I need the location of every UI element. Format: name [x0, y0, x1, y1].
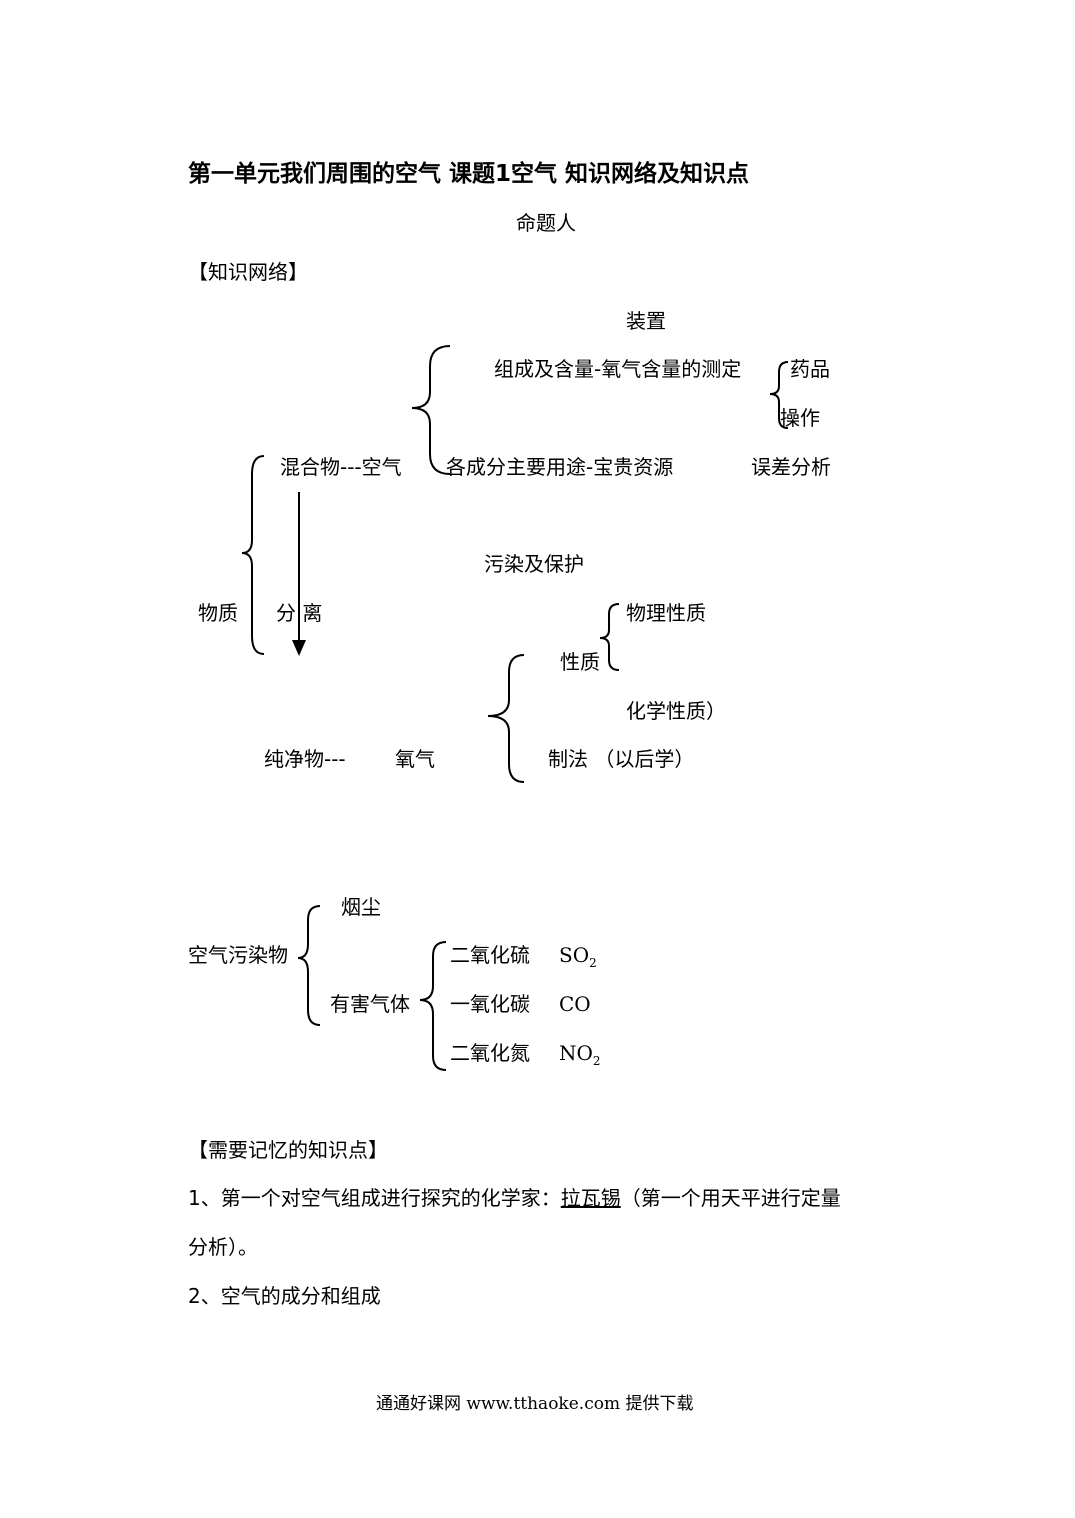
pollutant-co-formula: CO — [559, 992, 591, 1016]
brace-harmful-gases — [419, 941, 447, 1071]
point-2: 2、空气的成分和组成 — [188, 1284, 381, 1308]
pollutant-so2-formula: SO2 — [559, 943, 597, 970]
brace-air-composition — [411, 345, 451, 475]
point-1-line-1: 1、第一个对空气组成进行探究的化学家：拉瓦锡（第一个用天平进行定量 — [188, 1186, 841, 1210]
brace-oxygen — [487, 654, 525, 783]
page-title: 第一单元我们周围的空气 课题1空气 知识网络及知识点 — [188, 161, 750, 187]
brace-properties — [599, 603, 620, 671]
node-operation: 操作 — [780, 406, 820, 430]
node-physical-properties: 物理性质 — [626, 601, 706, 625]
pollutant-no2-formula: NO2 — [559, 1041, 601, 1068]
brace-measurement — [769, 361, 789, 429]
harmful-gases-label: 有害气体 — [330, 992, 410, 1016]
separation-arrow-head — [292, 640, 306, 656]
node-mixture-air: 混合物---空气 — [280, 455, 402, 479]
footer-download-note: 通通好课网 www.tthaoke.com 提供下载 — [376, 1394, 694, 1414]
node-oxygen: 氧气 — [395, 747, 435, 771]
point-1-line-2: 分析）。 — [188, 1235, 258, 1259]
node-apparatus: 装置 — [626, 309, 666, 333]
node-properties: 性质 — [560, 650, 600, 674]
pollutant-co-name: 一氧化碳 — [450, 992, 530, 1016]
section-heading-points: 【需要记忆的知识点】 — [188, 1138, 388, 1162]
node-composition: 组成及含量-氧气含量的测定 — [494, 357, 742, 381]
node-preparation: 制法 （以后学） — [548, 747, 695, 771]
brace-substance — [241, 455, 265, 655]
node-substance: 物质 — [198, 601, 238, 625]
chemist-name: 拉瓦锡 — [560, 1186, 621, 1210]
node-uses: 各成分主要用途-宝贵资源 — [446, 455, 674, 479]
node-reagents: 药品 — [790, 357, 830, 381]
node-pure-substance: 纯净物--- — [264, 747, 346, 771]
node-error-analysis: 误差分析 — [751, 455, 831, 479]
author-label: 命题人 — [516, 211, 576, 235]
node-separation: 分 离 — [276, 601, 323, 625]
pollutant-smoke-dust: 烟尘 — [341, 895, 381, 919]
pollutant-no2-name: 二氧化氮 — [450, 1041, 530, 1065]
pollutant-so2-name: 二氧化硫 — [450, 943, 530, 967]
pollutants-label: 空气污染物 — [188, 943, 288, 967]
node-pollution-protection: 污染及保护 — [484, 552, 584, 576]
node-chemical-properties: 化学性质） — [626, 699, 726, 723]
brace-pollutants — [297, 905, 321, 1026]
section-heading-network: 【知识网络】 — [188, 260, 308, 284]
